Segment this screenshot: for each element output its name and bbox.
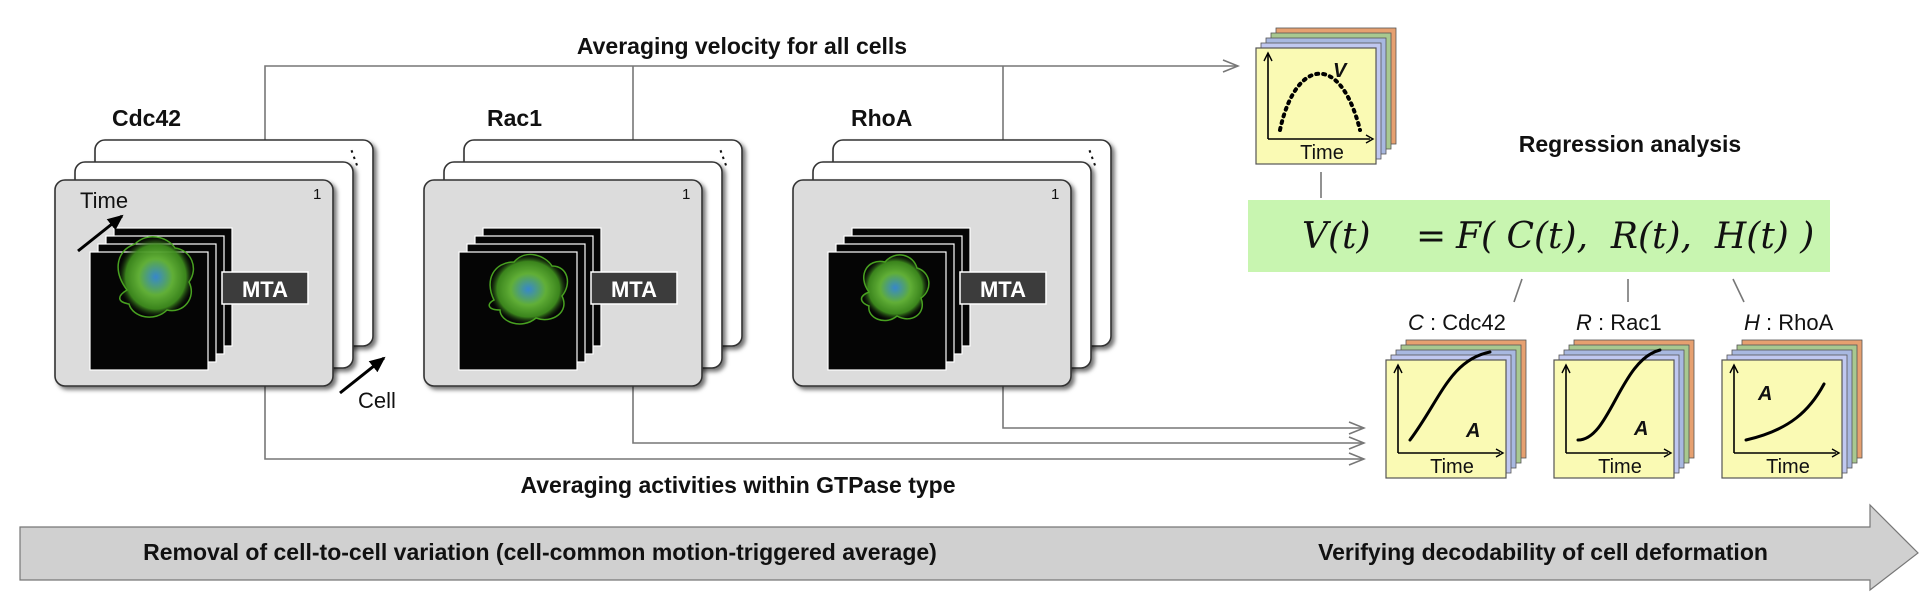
y-arrowhead — [1393, 363, 1403, 374]
activity-plot-stack: A Time — [1385, 339, 1527, 479]
banner-left-text: Removal of cell-to-cell variation (cell-… — [143, 539, 937, 565]
y-arrowhead — [1263, 51, 1273, 62]
plot-time-label: Time — [1430, 456, 1474, 478]
activity-plot-title: H : RhoA — [1744, 310, 1834, 335]
mta-label: MTA — [980, 277, 1026, 302]
cell-image — [488, 253, 569, 325]
connector-eq-cdc42 — [1513, 278, 1523, 303]
bottom-flow-label: Averaging activities within GTPase type — [520, 472, 955, 498]
cell-shape — [117, 236, 195, 318]
velocity-plot-stack: V Time — [1255, 27, 1397, 165]
activity-plot-title: C : Cdc42 — [1408, 310, 1506, 335]
equation-equals: = — [1416, 216, 1446, 257]
x-arrowhead — [1365, 134, 1375, 144]
curve-label: A — [1633, 418, 1648, 440]
banner-arrow-shape — [19, 503, 1919, 592]
x-arrowhead — [1495, 448, 1505, 458]
cell-axis-label: Cell — [358, 388, 396, 413]
connector-eq-rhoa — [1732, 278, 1745, 303]
mta-box — [590, 271, 678, 305]
curve-label: V — [1333, 60, 1348, 82]
x-arrowhead — [1831, 448, 1841, 458]
equation-lhs: V(t) — [1302, 216, 1371, 257]
mta-label: MTA — [242, 277, 288, 302]
mta-box — [221, 271, 309, 305]
activity-var: R — [1576, 310, 1592, 335]
plot-frame — [1721, 359, 1843, 479]
equation-rhs: F( C(t), R(t), H(t) ) — [1455, 216, 1814, 257]
plot-frame — [1255, 47, 1377, 165]
activity-name: : Cdc42 — [1424, 310, 1506, 335]
cell-shape — [488, 253, 569, 325]
regression-label: Regression analysis — [1519, 131, 1741, 157]
card-index: 1 — [1051, 186, 1059, 203]
stack-title: RhoA — [851, 105, 912, 131]
banner-right-text: Verifying decodability of cell deformati… — [1318, 539, 1768, 565]
time-axis-arrow — [77, 214, 124, 253]
velocity-plot: V Time — [1255, 27, 1397, 165]
cell-axis-arrow — [339, 356, 386, 395]
stack-title: Cdc42 — [112, 105, 181, 131]
plot-curve — [1408, 350, 1492, 442]
card-index: 1 — [682, 186, 690, 203]
plot-frame — [1553, 359, 1675, 479]
cell-image — [860, 254, 930, 322]
process-banner: Removal of cell-to-cell variation (cell-… — [19, 503, 1919, 592]
plot-time-label: Time — [1766, 456, 1810, 478]
stack-axes: Time Cell — [77, 188, 396, 413]
mta-label: MTA — [611, 277, 657, 302]
mta-box — [959, 271, 1047, 305]
stack-title: Rac1 — [487, 105, 542, 131]
curve-label: A — [1465, 420, 1480, 442]
equation-background — [1248, 200, 1830, 272]
curve-label: A — [1757, 383, 1772, 405]
y-arrowhead — [1561, 363, 1571, 374]
plot-time-label: Time — [1300, 142, 1344, 164]
activity-plot-rhoa: H : RhoA A Time — [1721, 310, 1863, 479]
cell-shape — [860, 254, 930, 322]
time-axis-label: Time — [80, 188, 128, 213]
y-arrowhead — [1729, 363, 1739, 374]
activity-name: : Rac1 — [1592, 310, 1662, 335]
regression-equation: V(t) = F( C(t), R(t), H(t) ) — [1248, 200, 1830, 272]
activity-plot-stack: A Time — [1721, 339, 1863, 479]
plot-time-label: Time — [1598, 456, 1642, 478]
plot-curve — [1278, 71, 1362, 132]
plot-frame — [1385, 359, 1507, 479]
x-arrowhead — [1663, 448, 1673, 458]
activity-var: H — [1744, 310, 1760, 335]
card-index: 1 — [313, 186, 321, 203]
plot-curve — [1576, 348, 1662, 442]
activity-name: : RhoA — [1760, 310, 1834, 335]
activity-plot-title: R : Rac1 — [1576, 310, 1662, 335]
activity-var: C — [1408, 310, 1424, 335]
activity-plot-stack: A Time — [1553, 339, 1695, 479]
plot-curve — [1744, 382, 1826, 442]
top-flow-label: Averaging velocity for all cells — [577, 33, 907, 59]
cell-image — [117, 236, 195, 318]
